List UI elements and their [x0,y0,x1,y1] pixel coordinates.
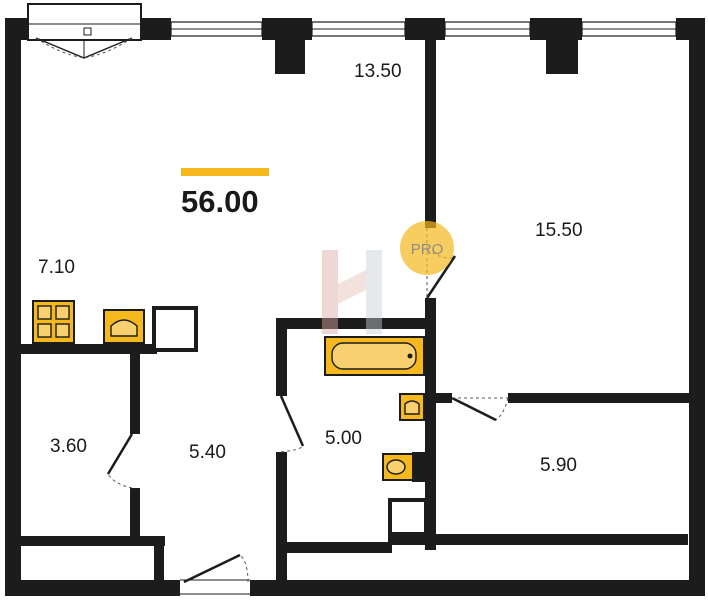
watermark-badge-text: PRO [411,241,444,258]
bathroom-sink-icon [399,393,425,421]
stove-icon [32,300,75,344]
fridge-icon [152,306,198,352]
room-area-kitchen-zone: 7.10 [38,257,75,278]
room-area-storage: 3.60 [50,436,87,457]
room-area-loggia: 5.90 [540,455,577,476]
total-area-bar [181,168,269,176]
room-area-kitchen-living: 13.50 [354,61,402,82]
toilet-icon [382,452,426,482]
room-area-bathroom: 5.00 [325,428,362,449]
watermark-badge: PRO [400,221,454,275]
door-entrance [180,553,250,598]
watermark-logo [322,250,382,334]
door-storage [106,433,134,489]
door-loggia [451,396,509,422]
service-shaft [388,498,428,536]
outer-walls [5,18,705,596]
kitchen-sink-icon [103,309,145,344]
balcony-door [27,3,142,59]
door-bathroom [279,395,305,453]
room-area-hallway: 5.40 [189,442,226,463]
interior-walls [5,18,689,596]
bathtub-icon [324,336,425,376]
room-area-bedroom: 15.50 [535,220,583,241]
total-area-label: 56.00 [181,184,259,219]
windows [170,21,677,37]
